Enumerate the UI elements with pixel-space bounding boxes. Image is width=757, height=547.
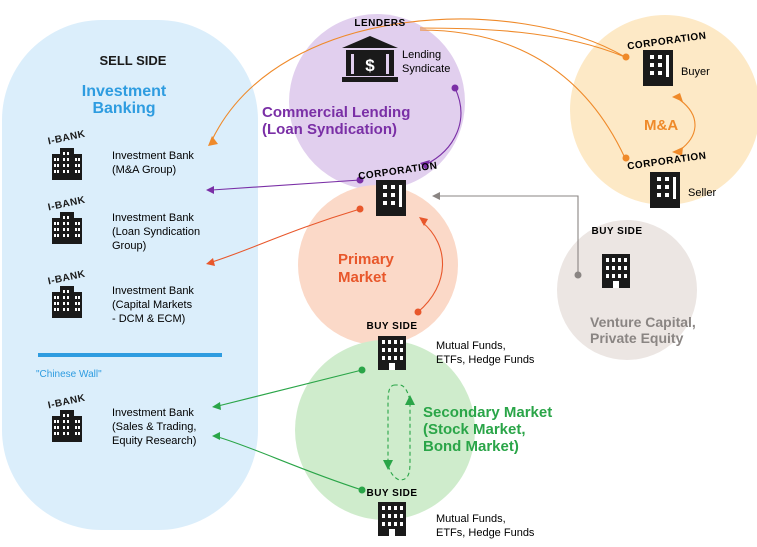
ibank-cm-line1: Investment Bank	[112, 285, 194, 297]
primary-market-title-2: Market	[338, 269, 386, 286]
ibank-cm-line2: (Capital Markets	[112, 299, 193, 311]
svg-text:$: $	[365, 56, 375, 75]
building-icon	[378, 336, 406, 370]
sell-side-region	[2, 20, 258, 530]
ibank-loan-line2: (Loan Syndication	[112, 226, 200, 238]
lenders-tag: LENDERS	[354, 18, 405, 29]
commercial-lending-title-1: Commercial Lending	[262, 104, 410, 121]
buy-side-top-tag: BUY SIDE	[366, 321, 417, 332]
investment-banking-title-2: Banking	[92, 100, 155, 117]
buyside-bottom-to-trading-arrow	[217, 436, 363, 491]
ibank-trading: I-BANK Investment Bank (Sales & Trading,…	[47, 393, 196, 447]
ibank-trading-line1: Investment Bank	[112, 407, 194, 419]
seller-label: Seller	[688, 187, 716, 199]
ma-region	[570, 15, 757, 205]
buy-top-line2: ETFs, Hedge Funds	[436, 354, 535, 366]
buyer-to-lenders-arrow	[419, 27, 626, 58]
secondary-market-region	[295, 340, 475, 520]
secondary-market-title-3: Bond Market)	[423, 438, 519, 455]
chinese-wall-label: "Chinese Wall"	[36, 369, 102, 380]
seller-link-arrow	[419, 29, 626, 159]
buy-top-line1: Mutual Funds,	[436, 340, 506, 352]
ibank-trading-line3: Equity Research)	[112, 435, 196, 447]
ibank-trading-line2: (Sales & Trading,	[112, 421, 196, 433]
lenders-to-corp-arrow	[424, 87, 462, 166]
ibank-loan: I-BANK Investment Bank (Loan Syndication…	[47, 195, 200, 252]
primary-market-title-1: Primary	[338, 251, 395, 268]
building-icon	[643, 50, 673, 86]
lending-syndicate-2: Syndicate	[402, 63, 450, 75]
corp-to-loan-bank-arrow	[211, 208, 361, 263]
ma-to-ibank-arrow	[211, 18, 626, 141]
lending-syndicate-1: Lending	[402, 49, 441, 61]
secondary-loop-arrow	[387, 384, 411, 481]
building-icon	[378, 502, 406, 536]
buyside-to-corp-arrow	[417, 221, 444, 313]
ibank-loan-line1: Investment Bank	[112, 212, 194, 224]
lending-region	[289, 14, 465, 190]
bank-dollar-icon: $	[342, 36, 398, 82]
sell-side-header: SELL SIDE	[100, 53, 167, 68]
building-icon	[650, 172, 680, 208]
ma-title: M&A	[644, 117, 678, 134]
secondary-market-title-2: (Stock Market,	[423, 421, 526, 438]
ibank-ma-line1: Investment Bank	[112, 150, 194, 162]
ibank-ma-line2: (M&A Group)	[112, 164, 176, 176]
vc-buy-side-tag: BUY SIDE	[591, 226, 642, 237]
corp-to-ma-bank-arrow	[211, 179, 361, 191]
buyer-label: Buyer	[681, 66, 710, 78]
vc-title-2: Private Equity	[590, 330, 684, 346]
building-icon	[602, 254, 630, 288]
building-icon	[376, 180, 406, 216]
arrow-dots	[356, 53, 630, 494]
buy-bottom-line1: Mutual Funds,	[436, 513, 506, 525]
investment-banking-title-1: Investment	[82, 83, 167, 100]
arrow-heads	[206, 93, 683, 470]
vc-region	[557, 220, 697, 360]
vc-to-corp-arrow	[437, 195, 579, 275]
buy-bottom-line2: ETFs, Hedge Funds	[436, 527, 535, 539]
commercial-lending-title-2: (Loan Syndication)	[262, 121, 397, 138]
ibank-loan-line3: Group)	[112, 240, 146, 252]
ma-buyer-seller-arrow	[679, 99, 696, 151]
primary-market-region	[298, 185, 458, 345]
vc-title-1: Venture Capital,	[590, 314, 696, 330]
secondary-market-title-1: Secondary Market	[423, 404, 552, 421]
buyside-to-trading-arrow	[217, 369, 363, 407]
chinese-wall-bar	[38, 353, 222, 357]
ibank-cm-line3: - DCM & ECM)	[112, 313, 185, 325]
buy-side-bottom-tag: BUY SIDE	[366, 488, 417, 499]
